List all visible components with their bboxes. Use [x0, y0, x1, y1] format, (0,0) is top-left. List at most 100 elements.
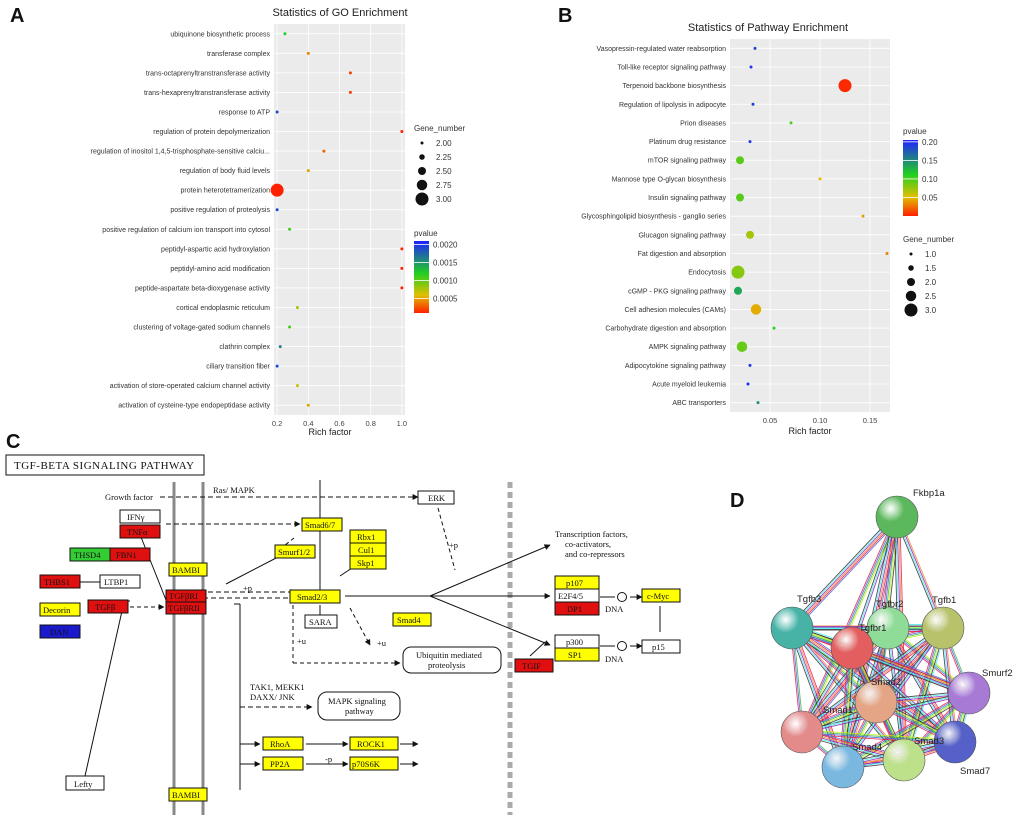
- gene-box-tgfb[interactable]: [87, 599, 129, 614]
- gene-box-pp2a[interactable]: [262, 756, 304, 771]
- data-point: [750, 304, 762, 315]
- network-edge: [794, 626, 847, 767]
- gene-label-tgfbr2: TGFβRII: [168, 603, 200, 613]
- x-tick-label: 0.15: [863, 416, 878, 425]
- gene-box-cmyc[interactable]: [641, 588, 681, 603]
- gene-box-ifng[interactable]: [119, 509, 161, 524]
- gene-label-dp1: DP1: [567, 604, 582, 614]
- network-node-smad1[interactable]: [780, 710, 824, 754]
- pathway-enrichment-chart: Statistics of Pathway Enrichment Vasopre…: [581, 22, 954, 436]
- gene-box-p70s6k[interactable]: [349, 756, 399, 771]
- gene-box-smad23[interactable]: [289, 589, 341, 604]
- network-edge: [803, 629, 890, 734]
- size-legend-dot: [904, 303, 918, 317]
- gene-box-skp1[interactable]: [349, 555, 387, 570]
- size-legend-label: 3.00: [436, 195, 452, 204]
- size-legend-dot: [415, 192, 429, 206]
- term-label: trans-hexaprenyltranstransferase activit…: [144, 90, 271, 97]
- gene-box-fbn1[interactable]: [109, 547, 151, 562]
- size-legend-label: 1.5: [925, 264, 937, 273]
- network-node-fkbp1a[interactable]: [875, 495, 919, 539]
- term-label: Carbohydrate digestion and absorption: [605, 326, 726, 333]
- x-tick-label: 0.4: [303, 419, 313, 428]
- network-edge: [794, 519, 900, 631]
- network-node-tgfb3[interactable]: [770, 606, 814, 650]
- gene-box-ltbp1[interactable]: [99, 574, 141, 589]
- network-node-tgfbr1[interactable]: [830, 626, 874, 670]
- term-label: clustering of voltage-gated sodium chann…: [133, 325, 270, 332]
- label-plus-u-1: +u: [297, 636, 307, 646]
- term-label: Insulin signaling pathway: [648, 195, 726, 202]
- network-node-label: Tgfbr1: [859, 623, 886, 634]
- x-tick-label: 1.0: [397, 419, 407, 428]
- gene-box-dp1[interactable]: [554, 601, 600, 616]
- term-label: AMPK signaling pathway: [649, 344, 727, 351]
- gene-box-smurf12[interactable]: [274, 544, 316, 559]
- data-point: [756, 401, 760, 405]
- data-point: [748, 363, 752, 367]
- pathway-title-box: [5, 454, 205, 476]
- pathway-chart-title: Statistics of Pathway Enrichment: [688, 22, 848, 34]
- gene-box-rock1[interactable]: [349, 736, 399, 751]
- tgf-beta-pathway-diagram: TGF-BETA SIGNALING PATHWAY: [5, 454, 681, 815]
- gene-label-tgfbr1: TGFβRI: [169, 591, 198, 601]
- network-node-smad2[interactable]: [854, 680, 898, 724]
- data-point: [306, 51, 310, 55]
- network-edge: [843, 693, 970, 769]
- gene-box-tnfa[interactable]: [119, 524, 161, 539]
- data-point: [731, 265, 745, 279]
- gene-box-tgfbr2[interactable]: [165, 601, 207, 615]
- mapk-pathway-box[interactable]: [317, 691, 401, 721]
- panel-letter-d: D: [730, 490, 744, 512]
- gene-box-rhoa[interactable]: [262, 736, 304, 751]
- size-legend-dot: [908, 265, 914, 271]
- data-point: [400, 247, 404, 251]
- color-legend-label: 0.20: [922, 138, 938, 147]
- network-node-label: Smad2: [871, 677, 901, 688]
- data-point: [288, 227, 292, 231]
- network-edge: [844, 695, 971, 770]
- network-edge: [792, 517, 898, 629]
- network-node-tgfb1[interactable]: [921, 606, 965, 650]
- pathway-term-labels: Vasopressin-regulated water reabsorption…: [581, 46, 726, 407]
- gene-box-thbs1[interactable]: [39, 574, 81, 589]
- gene-box-dan[interactable]: [39, 624, 81, 639]
- term-label: ABC transporters: [672, 400, 726, 407]
- label-dna-2: DNA: [605, 654, 624, 664]
- network-node-smad7[interactable]: [933, 720, 977, 764]
- size-legend-label: 3.0: [925, 306, 937, 315]
- network-node-smurf2[interactable]: [947, 671, 991, 715]
- gene-label-rbx1: Rbx1: [357, 532, 375, 542]
- gene-box-sara[interactable]: [304, 614, 338, 629]
- gene-box-smad4[interactable]: [392, 612, 432, 627]
- gene-label-thbs1: THBS1: [44, 577, 70, 587]
- gene-box-bambi-top[interactable]: [168, 562, 208, 577]
- network-node-tgfbr2[interactable]: [866, 606, 910, 650]
- network-node-smad3[interactable]: [882, 738, 926, 782]
- network-node-smad4[interactable]: [821, 745, 865, 789]
- data-point: [736, 156, 744, 165]
- gene-box-lefty[interactable]: [65, 775, 105, 791]
- size-legend-dot: [418, 167, 426, 175]
- gene-box-decorin[interactable]: [39, 602, 81, 617]
- term-label: peptidyl-amino acid modification: [170, 266, 270, 273]
- term-label: activation of store-operated calcium cha…: [110, 383, 271, 390]
- data-point: [748, 140, 752, 144]
- gene-label-p15: p15: [652, 642, 665, 652]
- data-point: [736, 193, 744, 202]
- gene-box-erk[interactable]: [417, 490, 455, 505]
- pathway-title: TGF-BETA SIGNALING PATHWAY: [14, 460, 195, 472]
- gene-box-sp1[interactable]: [554, 647, 600, 662]
- ubiquitin-box[interactable]: [402, 646, 502, 674]
- size-legend-label: 2.0: [925, 278, 937, 287]
- gene-box-tgif[interactable]: [514, 658, 554, 673]
- size-legend-dot: [420, 141, 424, 145]
- gene-box-bambi-bottom[interactable]: [168, 787, 208, 802]
- gene-label-bambi-top: BAMBI: [172, 565, 200, 575]
- gene-label-tgif: TGIF: [522, 661, 541, 671]
- gene-box-smad67[interactable]: [301, 517, 343, 532]
- dna-circle-1: [617, 592, 627, 602]
- x-tick-label: 0.6: [334, 419, 344, 428]
- gene-box-p15[interactable]: [641, 639, 681, 654]
